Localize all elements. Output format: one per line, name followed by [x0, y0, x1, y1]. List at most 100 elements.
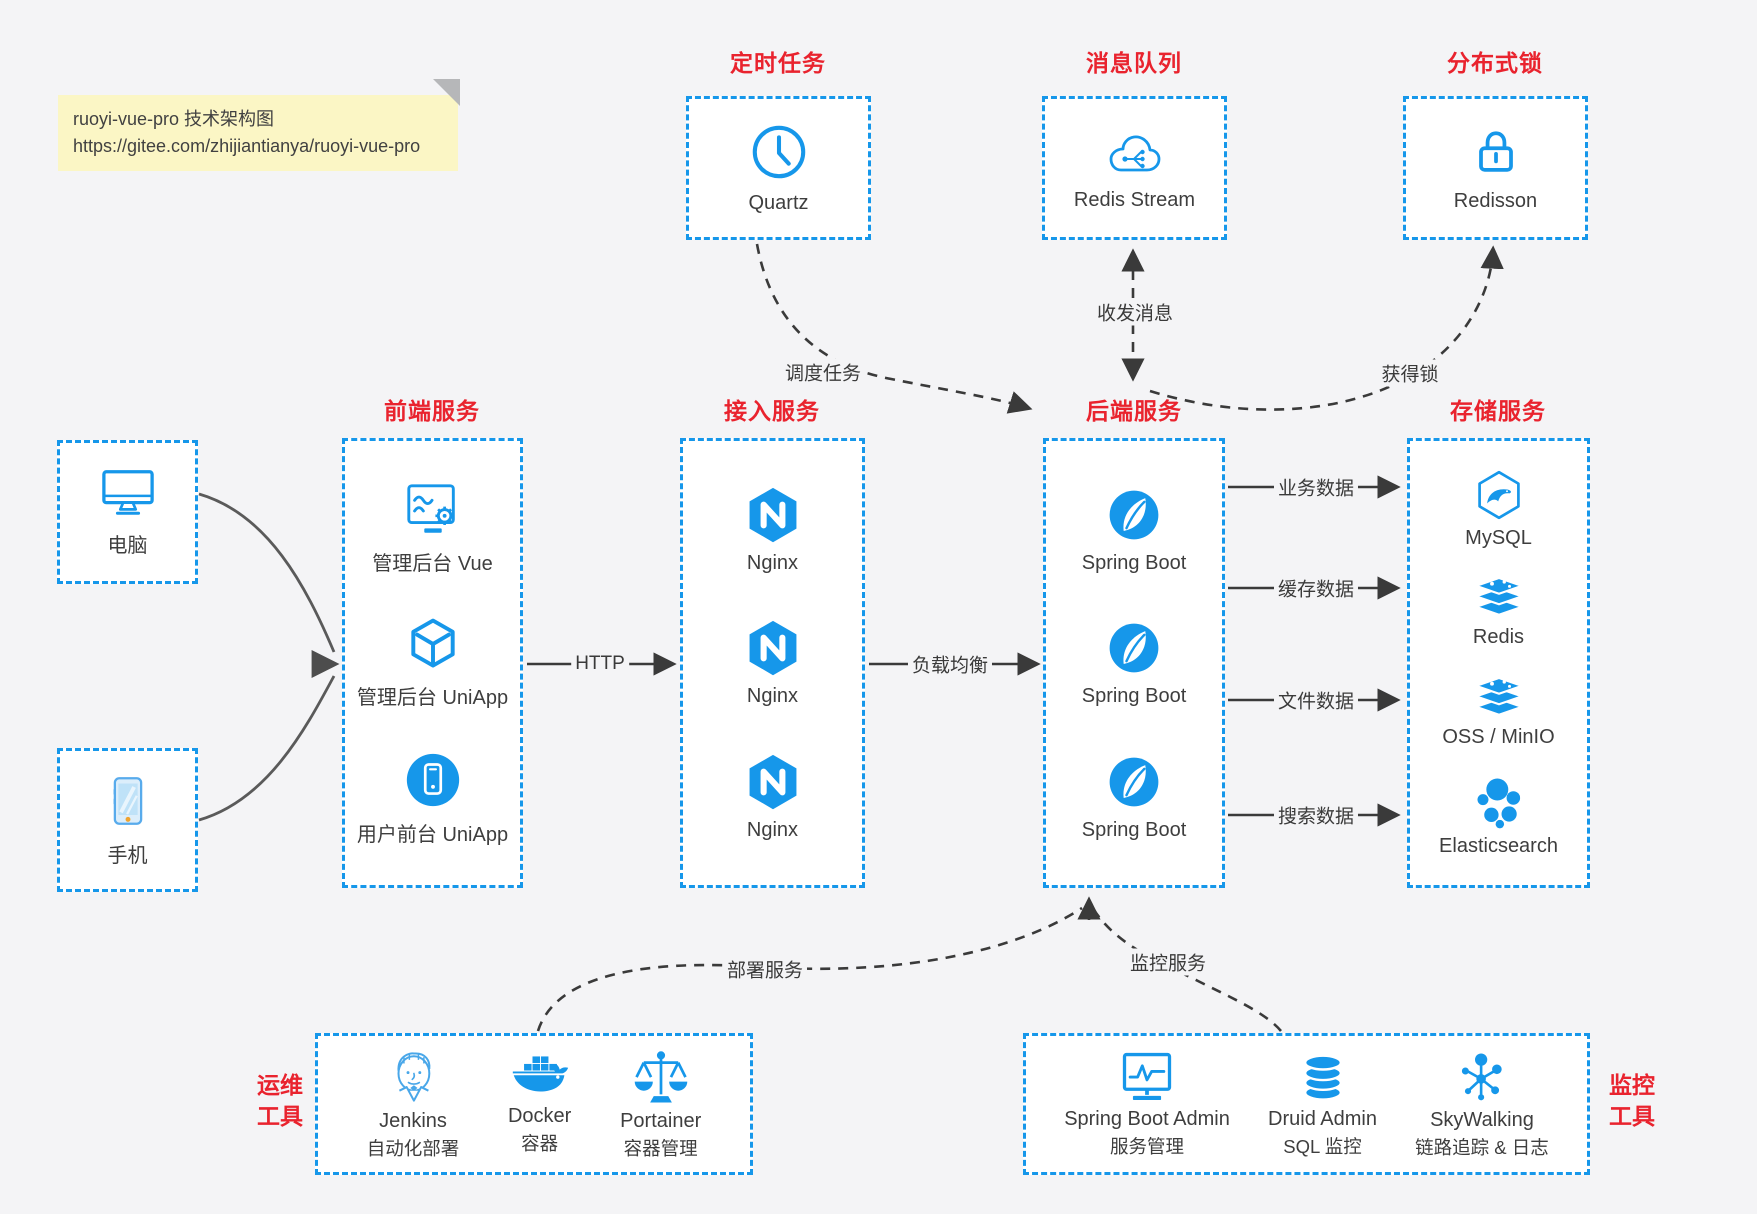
- node-label: Druid Admin: [1268, 1107, 1377, 1130]
- node-desc: 容器管理: [623, 1137, 698, 1159]
- title-distributed-lock: 分布式锁: [1447, 50, 1543, 76]
- node-oss-minio: OSS / MinIO: [1442, 676, 1555, 749]
- node-skywalking: SkyWalking 链路追踪 & 日志: [1415, 1049, 1549, 1160]
- node-label: 用户前台 UniApp: [356, 823, 509, 846]
- node-label: 管理后台 UniApp: [356, 687, 509, 709]
- note-url: https://gitee.com/zhijiantianya/ruoyi-vu…: [73, 136, 421, 156]
- node-label: Portainer: [620, 1109, 702, 1132]
- node-label: 电脑: [107, 535, 148, 557]
- monitor-title-line1: 监控: [1609, 1072, 1655, 1098]
- node-nginx-1: Nginx: [743, 485, 803, 575]
- title-storage: 存储服务: [1450, 398, 1546, 424]
- redis-stream-box: Redis Stream: [1042, 96, 1227, 240]
- edge-label-messaging: 收发消息: [1092, 298, 1178, 326]
- nginx-icon: [749, 487, 796, 542]
- storage-box: MySQL Redis OSS / MinIO: [1407, 438, 1590, 888]
- node-label: Redis Stream: [1073, 189, 1196, 211]
- monitor-title-line2: 工具: [1609, 1103, 1655, 1129]
- node-label: Spring Boot: [1081, 551, 1187, 574]
- node-desc: 链路追踪 & 日志: [1415, 1136, 1549, 1158]
- lock-icon: [1478, 131, 1513, 172]
- admin-screen-gear-icon: [406, 483, 455, 533]
- clock-icon: [752, 125, 805, 179]
- desktop-icon: [101, 470, 154, 515]
- node-label: SkyWalking: [1430, 1108, 1534, 1131]
- computer-to-frontend-curve: [198, 492, 336, 653]
- node-label: Redis: [1472, 626, 1525, 649]
- node-label: Docker: [507, 1104, 572, 1127]
- cube-icon: [410, 618, 455, 668]
- node-desc: 容器: [521, 1132, 559, 1154]
- monitor-tools-title: 监控 工具: [1602, 1070, 1662, 1132]
- node-nginx-3: Nginx: [743, 752, 803, 842]
- ops-tools-title: 运维 工具: [250, 1070, 310, 1132]
- node-docker: Docker 容器: [508, 1053, 571, 1156]
- title-scheduled-job: 定时任务: [730, 50, 826, 76]
- title-access: 接入服务: [724, 398, 820, 424]
- redisson-box: Redisson: [1403, 96, 1588, 240]
- spring-leaf-icon: [1109, 623, 1159, 673]
- node-desc: 自动化部署: [366, 1137, 460, 1159]
- arrow-monitor-curve: [1092, 909, 1282, 1032]
- node-redis: Redis: [1471, 577, 1527, 649]
- computer-box: 电脑: [57, 440, 198, 584]
- node-admin-uniapp: 管理后台 UniApp: [357, 614, 508, 710]
- title-backend: 后端服务: [1086, 398, 1182, 424]
- nginx-icon: [749, 620, 796, 676]
- edge-label-monitor: 监控服务: [1125, 948, 1211, 976]
- node-label: Nginx: [746, 685, 799, 707]
- edge-label-load-balance: 负载均衡: [907, 650, 993, 678]
- node-label: OSS / MinIO: [1442, 725, 1555, 748]
- phone-box: 手机: [57, 748, 198, 892]
- spring-leaf-icon: [1109, 490, 1159, 539]
- arrow-stubs: [1077, 248, 1145, 920]
- edge-label-search-data: 搜索数据: [1273, 801, 1359, 829]
- scales-icon: [634, 1050, 687, 1102]
- monitor-chart-icon: [1122, 1052, 1172, 1100]
- node-label: Elasticsearch: [1439, 834, 1558, 857]
- nginx-icon: [749, 754, 796, 809]
- node-nginx-2: Nginx: [743, 618, 803, 708]
- ops-title-line1: 运维: [257, 1072, 303, 1098]
- client-to-frontend-arrows: [198, 492, 340, 822]
- node-user-uniapp: 用户前台 UniApp: [357, 749, 508, 847]
- mobile-app-icon: [406, 753, 459, 806]
- cloud-stream-icon: [1109, 135, 1160, 172]
- phone-to-frontend-curve: [198, 675, 336, 822]
- layers-stack-icon: [1472, 676, 1525, 716]
- node-label: Quartz: [748, 192, 809, 214]
- monitor-tools-box: Spring Boot Admin 服务管理 Druid Admin SQL 监…: [1023, 1033, 1590, 1175]
- edge-label-business-data: 业务数据: [1273, 473, 1359, 501]
- sticky-note: ruoyi-vue-pro 技术架构图 https://gitee.com/zh…: [58, 79, 460, 171]
- node-label: 手机: [107, 845, 148, 867]
- spring-leaf-icon: [1109, 757, 1159, 806]
- jenkins-butler-icon: [397, 1051, 431, 1102]
- node-label: Redisson: [1453, 190, 1538, 212]
- edge-label-deploy: 部署服务: [722, 955, 808, 983]
- node-mysql: MySQL: [1465, 468, 1532, 550]
- database-icon: [1303, 1053, 1342, 1101]
- ops-title-line2: 工具: [257, 1103, 303, 1129]
- node-label: Spring Boot: [1081, 685, 1187, 707]
- skywalking-node-icon: [1461, 1053, 1502, 1100]
- arrow-schedule-task: [755, 243, 1033, 414]
- phone-icon: [113, 777, 142, 825]
- edge-label-schedule: 调度任务: [780, 358, 866, 386]
- node-springboot-2: Spring Boot: [1081, 618, 1187, 708]
- node-label: MySQL: [1465, 527, 1532, 550]
- frontend-box: 管理后台 Vue 管理后台 UniApp 用户前台 UniApp: [342, 438, 523, 888]
- node-label: Nginx: [746, 818, 799, 841]
- node-label: 管理后台 Vue: [372, 552, 493, 575]
- edge-label-http: HTTP: [571, 653, 629, 675]
- node-springboot-3: Spring Boot: [1082, 752, 1186, 842]
- node-springboot-1: Spring Boot: [1081, 485, 1187, 575]
- node-desc: 服务管理: [1110, 1135, 1185, 1157]
- node-springboot-admin: Spring Boot Admin 服务管理: [1064, 1050, 1230, 1159]
- title-frontend: 前端服务: [384, 398, 480, 424]
- edge-label-acquire-lock: 获得锁: [1377, 359, 1443, 387]
- quartz-box: Quartz: [686, 96, 871, 240]
- node-label: Spring Boot Admin: [1064, 1107, 1230, 1130]
- backend-box: Spring Boot Spring Boot Spring Boot: [1043, 438, 1225, 888]
- access-box: Nginx Nginx Nginx: [680, 438, 865, 888]
